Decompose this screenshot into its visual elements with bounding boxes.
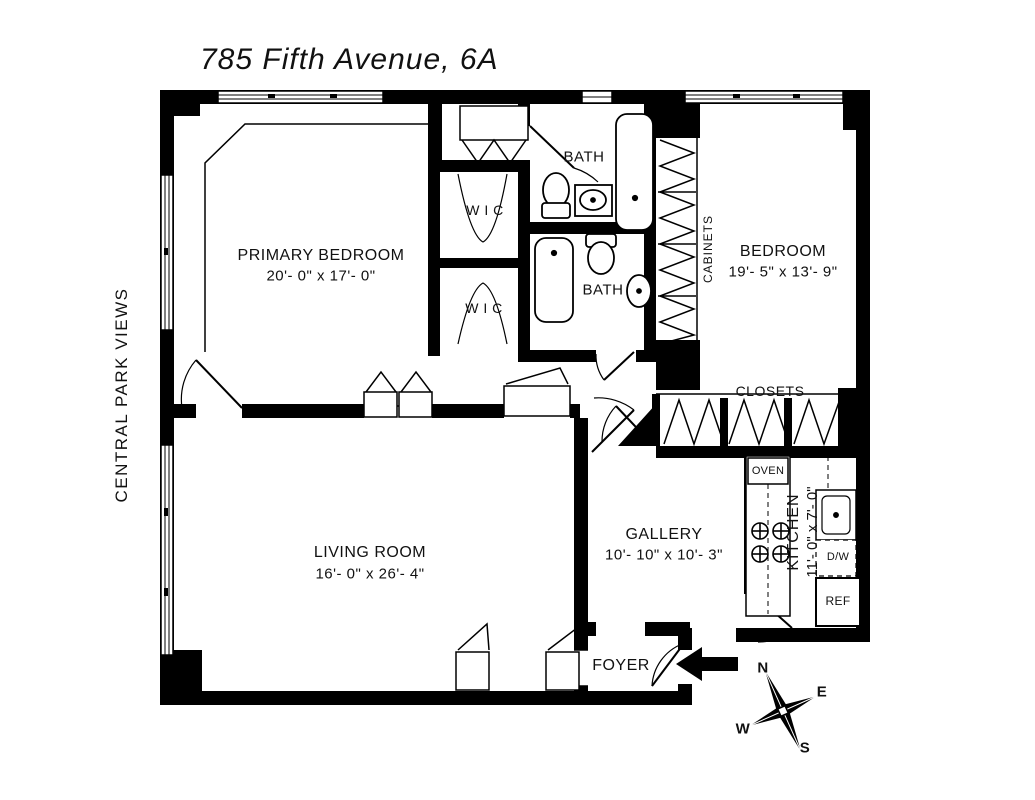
kitchen-label: KITCHEN 11'- 0" x 7'- 0" (785, 486, 821, 577)
window-top-bedroom (684, 90, 844, 104)
dishwasher-icon (815, 539, 857, 577)
compass-south-label: S (799, 739, 811, 757)
primary-bedroom-dims: 20'- 0" x 17'- 0" (266, 267, 376, 285)
door-swings (180, 125, 793, 687)
living-room-units (455, 622, 580, 691)
window-left-living (160, 444, 174, 656)
window-left-primary (160, 174, 174, 331)
living-room-dims: 16'- 0" x 26'- 4" (315, 565, 425, 583)
living-wall-closets (363, 367, 571, 418)
closets-label: CLOSETS (735, 383, 805, 399)
kitchen-dims: 11'- 0" x 7'- 0" (804, 486, 821, 578)
dishwasher-label: D/W (826, 551, 850, 563)
bath-top-label: BATH (563, 148, 605, 166)
bedroom-dims: 19'- 5" x 13'- 9" (728, 263, 838, 281)
sink-icon (626, 274, 652, 308)
kitchen-fixtures (745, 455, 861, 627)
bedroom-label: BEDROOM (739, 243, 827, 260)
cabinets-label: CABINETS (701, 214, 715, 284)
bathtub-icon (534, 237, 574, 323)
central-park-views-label: CENTRAL PARK VIEWS (112, 287, 131, 503)
oven-label: OVEN (751, 465, 785, 477)
living-room-label: LIVING ROOM (313, 544, 427, 561)
sink-icon (574, 184, 613, 217)
refrigerator-icon (815, 577, 861, 627)
foyer-label: FOYER (592, 657, 650, 674)
compass-east-label: E (816, 683, 828, 701)
window-top-bath (581, 90, 613, 104)
closets-bifold-doors (663, 397, 849, 447)
compass-rose-icon (749, 670, 817, 752)
compass-west-label: W (735, 720, 751, 738)
compass-north-label: N (757, 659, 769, 677)
window-top-primary (217, 90, 384, 104)
linen-closet (459, 105, 529, 165)
windows (160, 90, 844, 656)
plan-title: 785 Fifth Avenue, 6A (200, 43, 499, 76)
kitchen-name: KITCHEN (785, 493, 802, 571)
refrigerator-label: REF (825, 594, 851, 608)
gallery-label: GALLERY (625, 526, 703, 543)
bath-bottom-label: BATH (582, 281, 624, 299)
oven-icon (747, 457, 789, 485)
toilet-icon (585, 233, 617, 275)
bath-bottom-fixtures (534, 233, 652, 323)
cabinet-bifold-doors (657, 139, 697, 345)
kitchen-sink-icon (815, 489, 857, 541)
bathtub-icon (615, 113, 654, 231)
gallery-dims: 10'- 10" x 10'- 3" (605, 546, 723, 564)
cooktop-icon (751, 522, 790, 563)
bath-top-fixtures (541, 113, 654, 231)
primary-bedroom-label: PRIMARY BEDROOM (237, 247, 405, 264)
toilet-icon (541, 172, 571, 219)
wic-top-label: W I C (466, 202, 504, 218)
wic-bottom-label: W I C (465, 300, 503, 316)
entry-arrow-icon (676, 647, 738, 681)
